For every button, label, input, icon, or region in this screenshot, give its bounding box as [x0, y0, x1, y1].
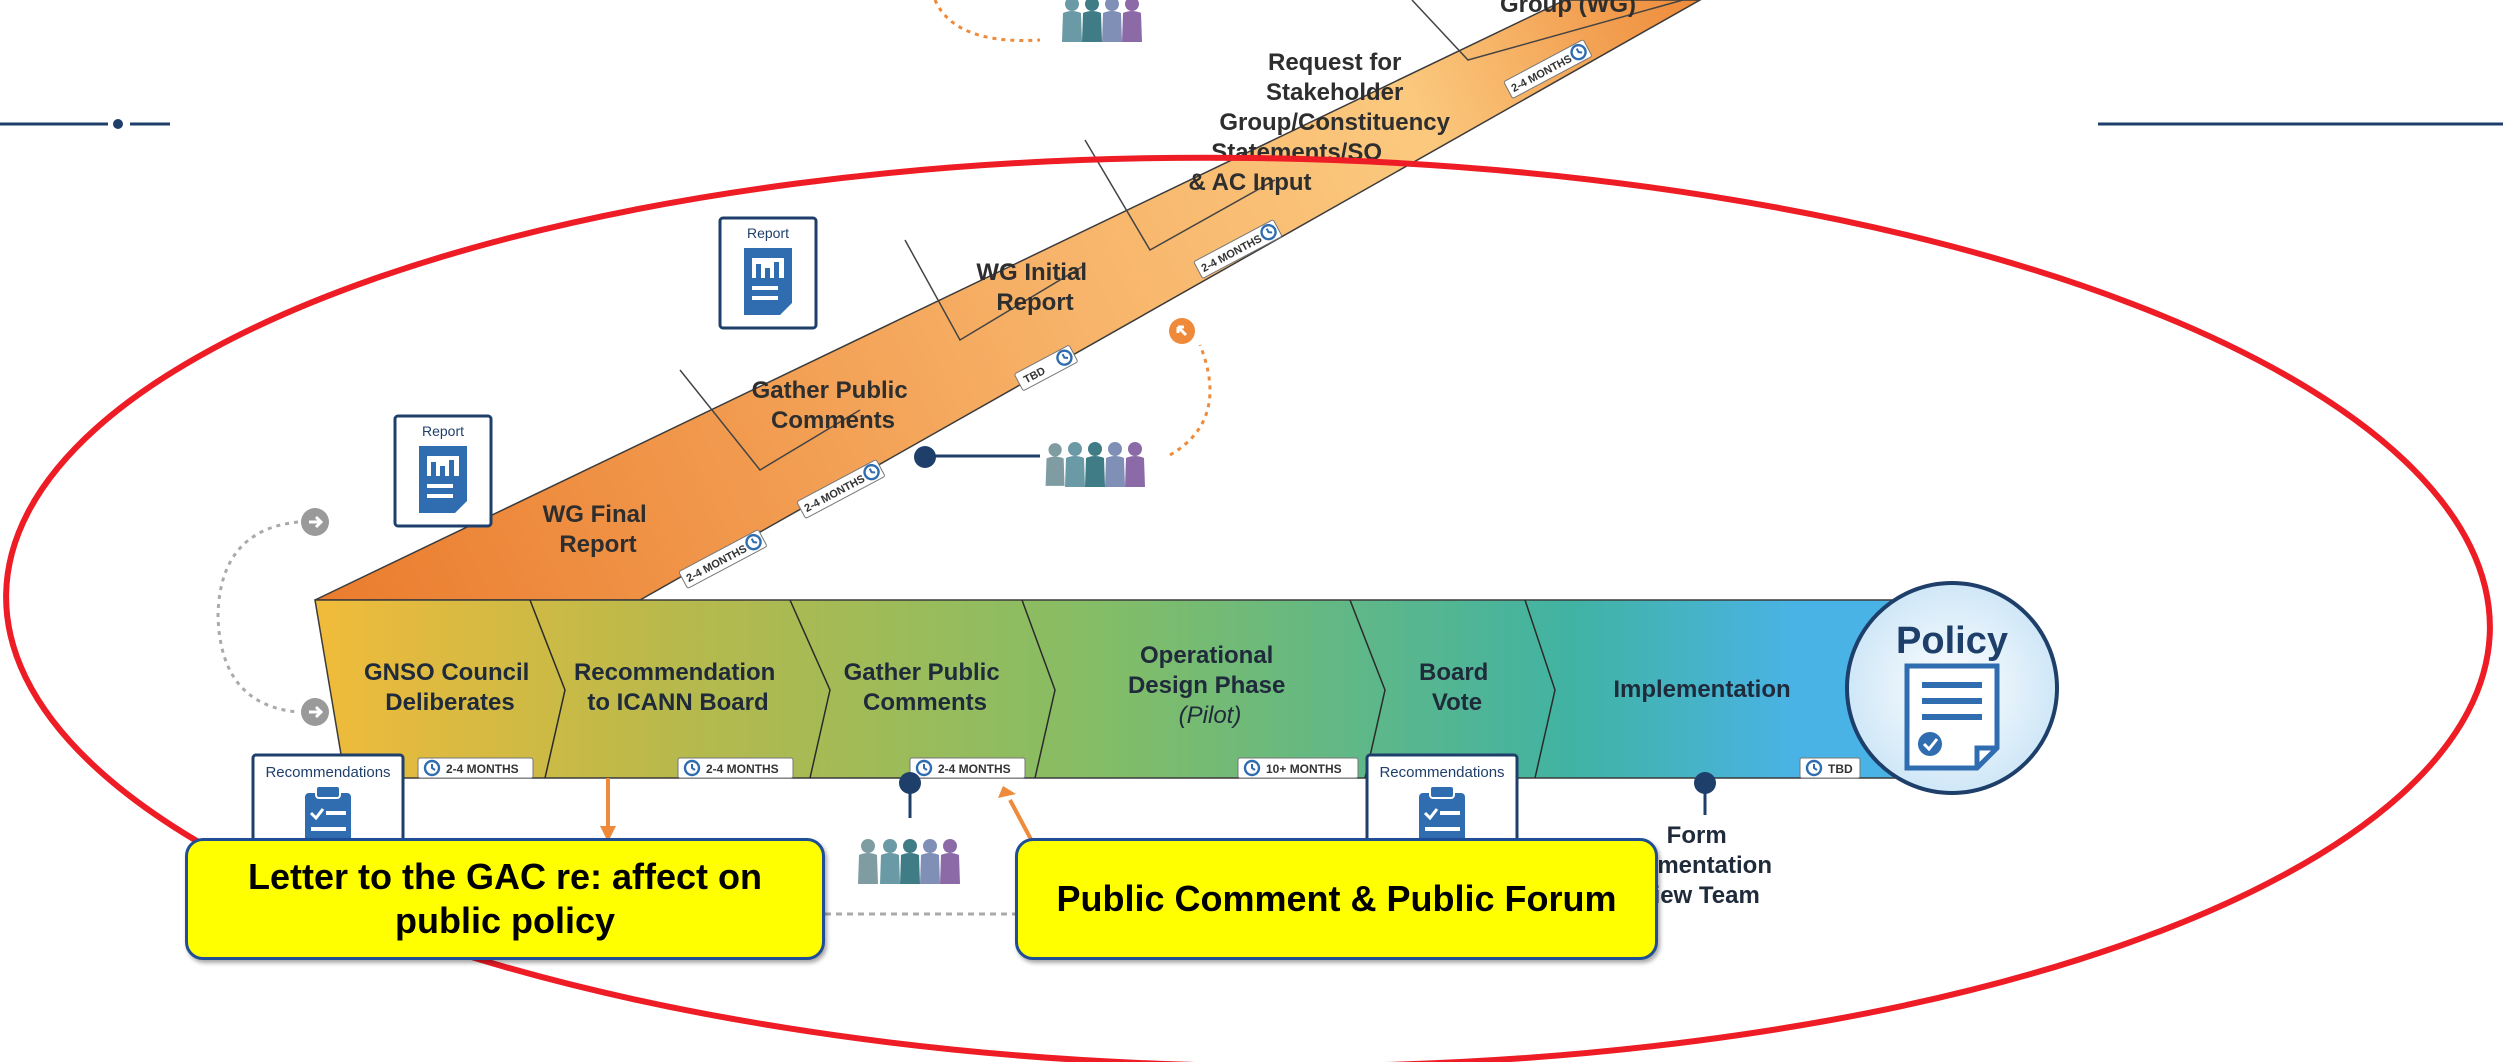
upper-step-wg-initial-label: WG Initial Report [976, 259, 1093, 316]
people-group-icon [858, 839, 960, 884]
arrow-circle-icon [301, 698, 329, 726]
upper-step-wg-label: Group (WG) [1500, 0, 1636, 18]
recommendations-clipboard-icon: Recommendations [1365, 753, 1519, 857]
duration-badge: TBD [1799, 757, 1861, 779]
svg-text:Report: Report [747, 225, 789, 241]
pointer-arrow [600, 778, 616, 842]
svg-text:Recommendations: Recommendations [265, 764, 390, 781]
upper-step-dividers [679, 0, 1684, 471]
upper-step-gather-label: Gather Public Comments [752, 377, 915, 434]
connector-dot [914, 446, 936, 468]
lower-step-implementation-label: Implementation [1613, 676, 1790, 703]
lower-step-dividers [529, 599, 1556, 779]
irt-label: Form lementation view Team [1637, 822, 1778, 909]
dashed-loop-connector [216, 520, 299, 714]
callout-gac-letter: Letter to the GAC re: affect on public p… [185, 838, 825, 960]
header-rule-left [0, 119, 170, 129]
lower-step-gnso-label: GNSO Council Deliberates [364, 659, 536, 716]
policy-label: Policy [1896, 620, 2008, 662]
duration-badge: 2-4 MONTHS [417, 757, 534, 779]
svg-text:2-4 MONTHS: 2-4 MONTHS [706, 762, 779, 776]
people-group-icon [1062, 0, 1142, 42]
lower-step-recommendation-label: Recommendation to ICANN Board [574, 659, 782, 716]
dashed-connector [933, 0, 1041, 42]
lower-step-odp-label: Operational Design Phase (Pilot) [1128, 642, 1292, 729]
report-icon: Report [718, 216, 818, 330]
callout-public-text: Public Comment & Public Forum [1056, 878, 1617, 919]
annotation-ellipse [3, 154, 2493, 1062]
svg-text:2-4 MONTHS: 2-4 MONTHS [938, 762, 1011, 776]
svg-text:10+ MONTHS: 10+ MONTHS [1266, 762, 1342, 776]
arrow-circle-icon [301, 508, 329, 536]
recommendations-clipboard-icon: Recommendations [251, 753, 405, 857]
report-icon: Report [393, 414, 493, 528]
duration-badge: 2-4 MONTHS [677, 757, 794, 779]
upper-step-request-label: Request for Stakeholder Group/Constituen… [1188, 49, 1456, 196]
policy-document-icon [1904, 663, 2000, 771]
lower-step-board-vote-label: Board Vote [1419, 659, 1495, 716]
dashed-connector [1169, 344, 1212, 457]
lower-step-gather-label: Gather Public Comments [844, 659, 1007, 716]
callout-gac-text: Letter to the GAC re: affect on public p… [247, 856, 763, 941]
duration-badge: 2-4 MONTHS [909, 757, 1026, 779]
policy-badge: Policy [1845, 581, 2059, 795]
svg-text:Report: Report [422, 423, 464, 439]
svg-text:2-4 MONTHS: 2-4 MONTHS [446, 762, 519, 776]
upper-step-wg-final-label: WG Final Report [543, 501, 654, 558]
duration-badge: 10+ MONTHS [1237, 757, 1359, 779]
people-group-icon [1045, 442, 1145, 487]
callout-public-comment: Public Comment & Public Forum [1015, 838, 1658, 960]
svg-text:Recommendations: Recommendations [1379, 764, 1504, 781]
arrow-circle-icon [1169, 318, 1195, 344]
svg-text:TBD: TBD [1828, 762, 1853, 776]
